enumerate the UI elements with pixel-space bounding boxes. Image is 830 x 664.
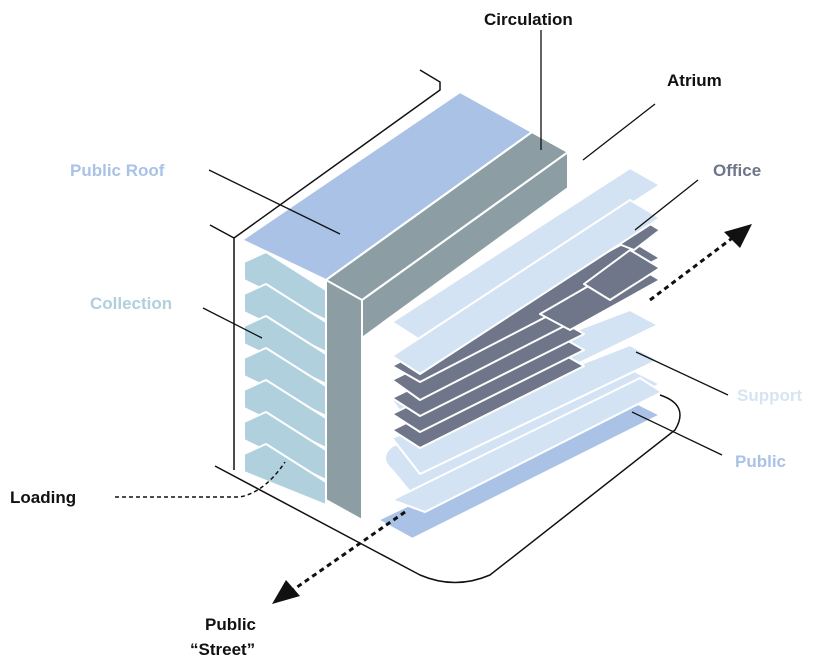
- label-office: Office: [713, 161, 761, 180]
- label-public-street-2: “Street”: [190, 640, 255, 659]
- leader-lines: [202, 30, 729, 456]
- public-street-arrow: [272, 224, 752, 604]
- label-public-street-1: Public: [205, 615, 256, 634]
- circulation-core: [325, 131, 569, 521]
- label-public-roof: Public Roof: [70, 161, 165, 180]
- loading-path: [115, 461, 286, 498]
- label-public: Public: [735, 452, 786, 471]
- label-loading: Loading: [10, 488, 76, 507]
- site-outline: [209, 69, 681, 584]
- label-circulation: Circulation: [484, 10, 573, 29]
- label-atrium: Atrium: [667, 71, 722, 90]
- atrium-slabs: [391, 167, 661, 375]
- collection-stack: [243, 251, 327, 506]
- label-support: Support: [737, 386, 802, 405]
- label-collection: Collection: [90, 294, 172, 313]
